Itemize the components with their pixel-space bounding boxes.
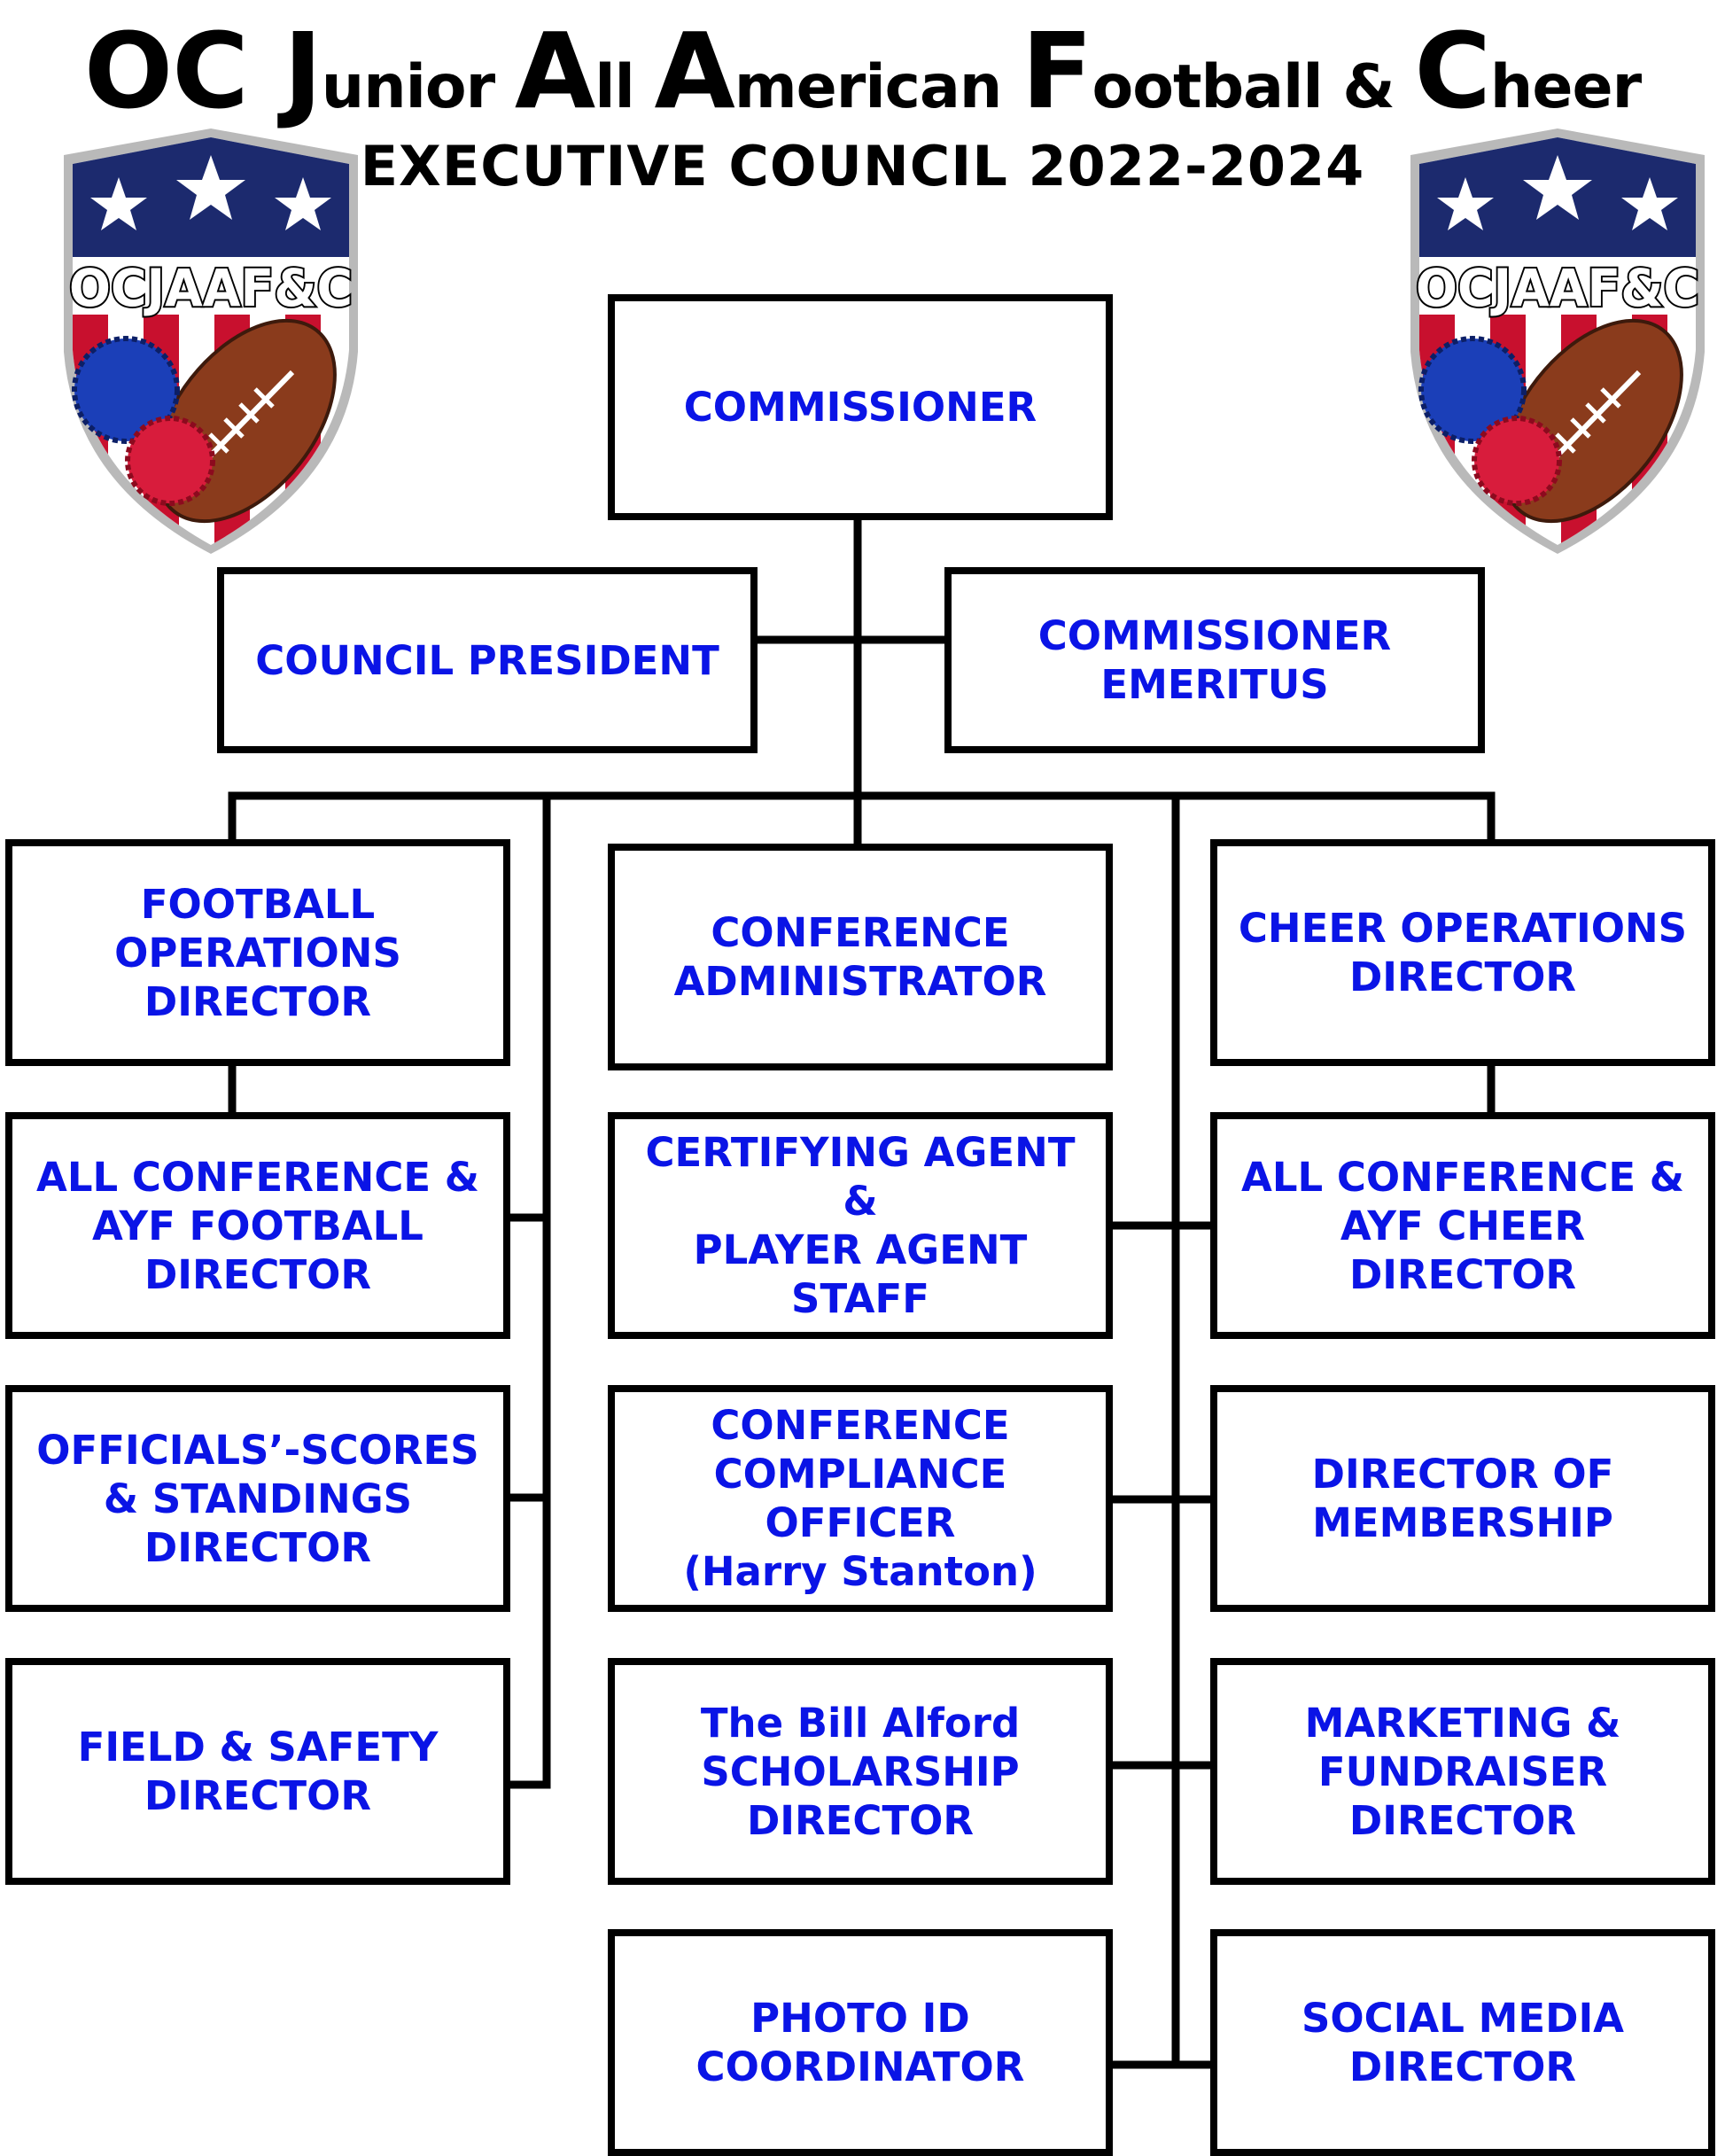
star-icon [275,177,331,230]
director-of-membership-label: DIRECTOR OF MEMBERSHIP [1311,1451,1614,1546]
title-segment: A [514,10,595,132]
photo-id-coordinator-label: PHOTO ID COORDINATOR [695,1995,1025,2090]
social-media-director-label: SOCIAL MEDIA DIRECTOR [1301,1995,1625,2090]
bill-alford-scholarship-director-box: The Bill Alford SCHOLARSHIP DIRECTOR [608,1658,1113,1885]
all-conference-ayf-cheer-director-label: ALL CONFERENCE & AYF CHEER DIRECTOR [1241,1153,1684,1298]
star-icon [1437,177,1494,230]
star-icon [1621,177,1678,230]
title-segment: unior [321,52,515,122]
title-segment: ootball & [1092,52,1415,122]
commissioner-label: COMMISSIONER [683,384,1037,431]
title-segment: J [283,10,322,132]
title-segment: ll [594,52,655,122]
title-segment: merican [734,52,1022,122]
commissioner-emeritus-label: COMMISSIONER EMERITUS [1037,612,1392,708]
star-icon [176,155,245,220]
certifying-agent-player-agent-staff-box: CERTIFYING AGENT & PLAYER AGENT STAFF [608,1112,1113,1339]
ocjaafc-shield-logo-left: OCJAAF&C [64,128,358,554]
cheer-operations-director-label: CHEER OPERATIONS DIRECTOR [1238,905,1688,1000]
field-safety-director-label: FIELD & SAFETY DIRECTOR [77,1724,439,1819]
star-icon [90,177,147,230]
council-president-box: COUNCIL PRESIDENT [217,567,758,753]
officials-scores-standings-director-label: OFFICIALS’-SCORES & STANDINGS DIRECTOR [36,1426,479,1571]
pompom-icon [1418,336,1527,444]
officials-scores-standings-director-box: OFFICIALS’-SCORES & STANDINGS DIRECTOR [5,1385,510,1612]
conference-administrator-label: CONFERENCE ADMINISTRATOR [673,909,1047,1005]
conference-administrator-box: CONFERENCE ADMINISTRATOR [608,844,1113,1070]
marketing-fundraiser-director-box: MARKETING & FUNDRAISER DIRECTOR [1210,1658,1715,1885]
certifying-agent-player-agent-staff-label: CERTIFYING AGENT & PLAYER AGENT STAFF [645,1129,1076,1322]
photo-id-coordinator-box: PHOTO ID COORDINATOR [608,1929,1113,2156]
star-icon [1523,155,1592,220]
pompom-icon [1472,416,1562,506]
all-conference-ayf-football-director-box: ALL CONFERENCE & AYF FOOTBALL DIRECTOR [5,1112,510,1339]
marketing-fundraiser-director-label: MARKETING & FUNDRAISER DIRECTOR [1304,1699,1621,1844]
ocjaafc-shield-logo-right: OCJAAF&C [1410,128,1705,554]
director-of-membership-box: DIRECTOR OF MEMBERSHIP [1210,1385,1715,1612]
conference-compliance-officer-label: CONFERENCE COMPLIANCE OFFICER (Harry Sta… [683,1402,1037,1595]
commissioner-emeritus-box: COMMISSIONER EMERITUS [944,567,1485,753]
all-conference-ayf-cheer-director-box: ALL CONFERENCE & AYF CHEER DIRECTOR [1210,1112,1715,1339]
title-segment: OC [83,10,284,132]
title-segment: heer [1489,52,1642,122]
page-subtitle: EXECUTIVE COUNCIL 2022-2024 [360,134,1365,198]
logo-text: OCJAAF&C [69,258,353,318]
title-segment: F [1021,10,1093,132]
pompom-icon [125,416,215,506]
title-segment: C [1414,10,1491,132]
all-conference-ayf-football-director-label: ALL CONFERENCE & AYF FOOTBALL DIRECTOR [36,1153,479,1298]
football-operations-director-label: FOOTBALL OPERATIONS DIRECTOR [114,880,401,1025]
title-segment: A [654,10,734,132]
cheer-operations-director-box: CHEER OPERATIONS DIRECTOR [1210,839,1715,1066]
football-operations-director-box: FOOTBALL OPERATIONS DIRECTOR [5,839,510,1066]
field-safety-director-box: FIELD & SAFETY DIRECTOR [5,1658,510,1885]
council-president-label: COUNCIL PRESIDENT [255,636,719,684]
pompom-icon [72,336,180,444]
conference-compliance-officer-box: CONFERENCE COMPLIANCE OFFICER (Harry Sta… [608,1385,1113,1612]
logo-text: OCJAAF&C [1416,258,1699,318]
page-title: OC Junior All American Football & Cheer [0,18,1725,124]
social-media-director-box: SOCIAL MEDIA DIRECTOR [1210,1929,1715,2156]
commissioner-box: COMMISSIONER [608,294,1113,520]
bill-alford-scholarship-director-label: The Bill Alford SCHOLARSHIP DIRECTOR [700,1699,1021,1844]
